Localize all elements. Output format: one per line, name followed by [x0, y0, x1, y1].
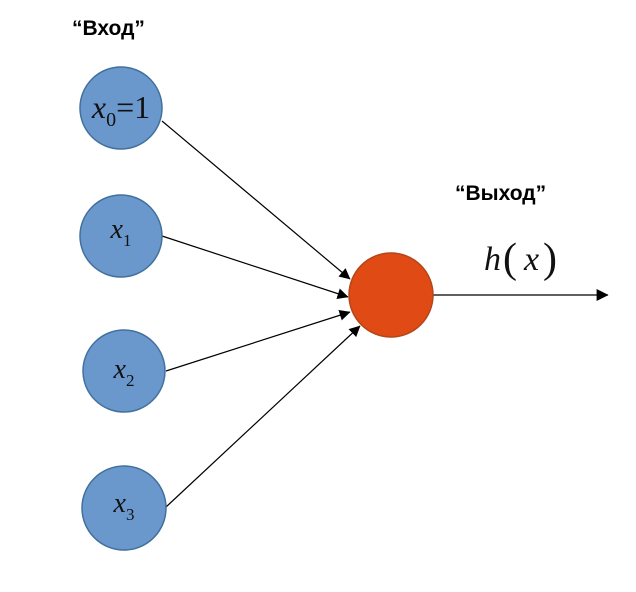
- input-node-circle: [81, 465, 167, 551]
- output-argument: x: [523, 241, 539, 278]
- input-node-x1: x1: [79, 194, 163, 278]
- edge-x1-to-neuron: [161, 235, 349, 299]
- output-formula: h ( x ): [484, 236, 557, 282]
- input-heading: “Вход”: [72, 17, 145, 40]
- input-node-circle: [82, 329, 166, 413]
- input-node-x0: x0=1: [79, 66, 163, 150]
- input-node-x2: x2: [82, 329, 166, 413]
- input-label-x1: x1: [110, 214, 132, 250]
- input-node-circle: [79, 194, 163, 278]
- output-heading: “Выход”: [455, 182, 546, 205]
- output-open-paren: (: [503, 236, 517, 282]
- input-label-x3: x3: [113, 488, 135, 524]
- input-label-x0: x0=1: [91, 89, 150, 131]
- output-function-symbol: h: [484, 241, 501, 278]
- output-close-paren: ): [543, 236, 557, 282]
- edge-x2-to-neuron: [165, 309, 351, 372]
- input-label-x2: x2: [113, 354, 135, 390]
- input-node-circle: [79, 66, 163, 150]
- edge-x3-to-neuron: [165, 325, 361, 508]
- edge-x0-to-neuron: [161, 120, 351, 280]
- input-node-x3: x3: [81, 465, 167, 551]
- output-neuron: [348, 252, 434, 338]
